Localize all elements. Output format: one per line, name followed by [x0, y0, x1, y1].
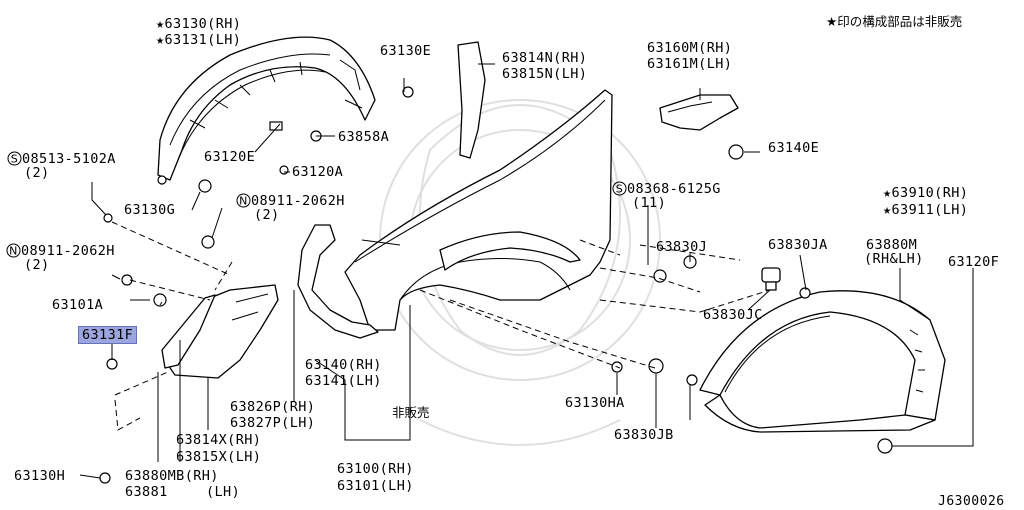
clip-63830ja-part — [761, 267, 781, 291]
fender-flare-part — [699, 290, 946, 433]
svg-text:N: N — [9, 245, 18, 258]
part-number: 08911-2062H — [251, 193, 345, 209]
part-label[interactable]: 63830JC — [703, 307, 763, 323]
part-label[interactable]: 63140(RH) — [305, 357, 382, 373]
screw-s-icon: S — [7, 151, 22, 166]
qty-label: (RH&LH) — [864, 251, 924, 267]
qty-label: (2) — [254, 207, 280, 223]
screw-part-label[interactable]: S 08368-6125G — [612, 181, 721, 197]
leader-lines — [79, 63, 974, 479]
not-sold-note: ★印の構成部品は非販売 — [826, 14, 963, 29]
svg-text:N: N — [239, 195, 248, 208]
part-label[interactable]: ★63910(RH) — [883, 185, 969, 201]
part-label[interactable]: 63830J — [656, 239, 708, 255]
part-label[interactable]: 63140E — [768, 140, 820, 156]
screw-s-icon: S — [612, 181, 627, 196]
part-label[interactable]: 63830JB — [614, 427, 674, 443]
part-label[interactable]: 63101A — [52, 297, 104, 313]
svg-text:S: S — [616, 183, 623, 196]
part-label[interactable]: 63160M(RH) — [647, 40, 733, 56]
qty-label: (2) — [24, 257, 50, 273]
fender-protector-part — [297, 224, 581, 339]
part-label[interactable]: 63815N(LH) — [502, 66, 588, 82]
front-fender-part — [344, 89, 613, 331]
part-label[interactable]: 63815X(LH) — [176, 449, 262, 465]
nut-n-icon: N — [6, 243, 21, 258]
part-label[interactable]: 63130G — [124, 202, 176, 218]
qty-label: (11) — [632, 195, 667, 211]
part-label[interactable]: 63100(RH) — [337, 461, 414, 477]
svg-text:S: S — [11, 153, 18, 166]
part-number: 08513-5102A — [22, 151, 116, 167]
part-number: 08911-2062H — [21, 243, 115, 259]
not-sold-label: 非販売 — [392, 405, 430, 420]
screw-part-label[interactable]: S 08513-5102A — [7, 151, 116, 167]
part-label[interactable]: 63858A — [338, 129, 390, 145]
highlighted-part-63131f[interactable]: 63131F — [78, 326, 138, 344]
part-label[interactable]: 63814N(RH) — [502, 50, 588, 66]
fasteners — [99, 86, 893, 484]
qty-label: (2) — [24, 165, 50, 181]
install-guide-lines — [111, 221, 771, 431]
part-label[interactable]: 63826P(RH) — [230, 399, 316, 415]
part-label[interactable]: ★63130(RH) — [156, 16, 242, 32]
part-label[interactable]: 63830JA — [768, 237, 828, 253]
part-label[interactable]: 63130E — [380, 43, 432, 59]
part-label[interactable]: 63130HA — [565, 395, 625, 411]
part-label[interactable]: 63120F — [948, 254, 1000, 270]
part-label[interactable]: 63827P(LH) — [230, 415, 316, 431]
mud-strip-part — [457, 41, 486, 159]
part-label[interactable]: 63881 — [125, 484, 168, 500]
part-label[interactable]: 63101(LH) — [337, 478, 414, 494]
part-label[interactable]: 63880M — [866, 237, 918, 253]
part-label[interactable]: 63880MB(RH) — [125, 468, 219, 484]
splash-guard-part — [161, 284, 279, 379]
part-label[interactable]: 63141(LH) — [305, 373, 382, 389]
part-label[interactable]: 63814X(RH) — [176, 432, 262, 448]
diagram-code: J6300026 — [938, 494, 1005, 509]
bracket-part — [659, 94, 739, 131]
nut-n-icon: N — [236, 193, 251, 208]
part-label[interactable]: 63130H — [14, 468, 66, 484]
part-label[interactable]: 63120E — [204, 149, 256, 165]
qty-label: (LH) — [206, 484, 241, 500]
part-label[interactable]: ★63131(LH) — [156, 32, 242, 48]
part-label[interactable]: 63120A — [292, 164, 344, 180]
part-number: 08368-6125G — [627, 181, 721, 197]
part-label[interactable]: ★63911(LH) — [883, 202, 969, 218]
fender-liner-part — [157, 36, 376, 181]
part-label[interactable]: 63161M(LH) — [647, 56, 733, 72]
